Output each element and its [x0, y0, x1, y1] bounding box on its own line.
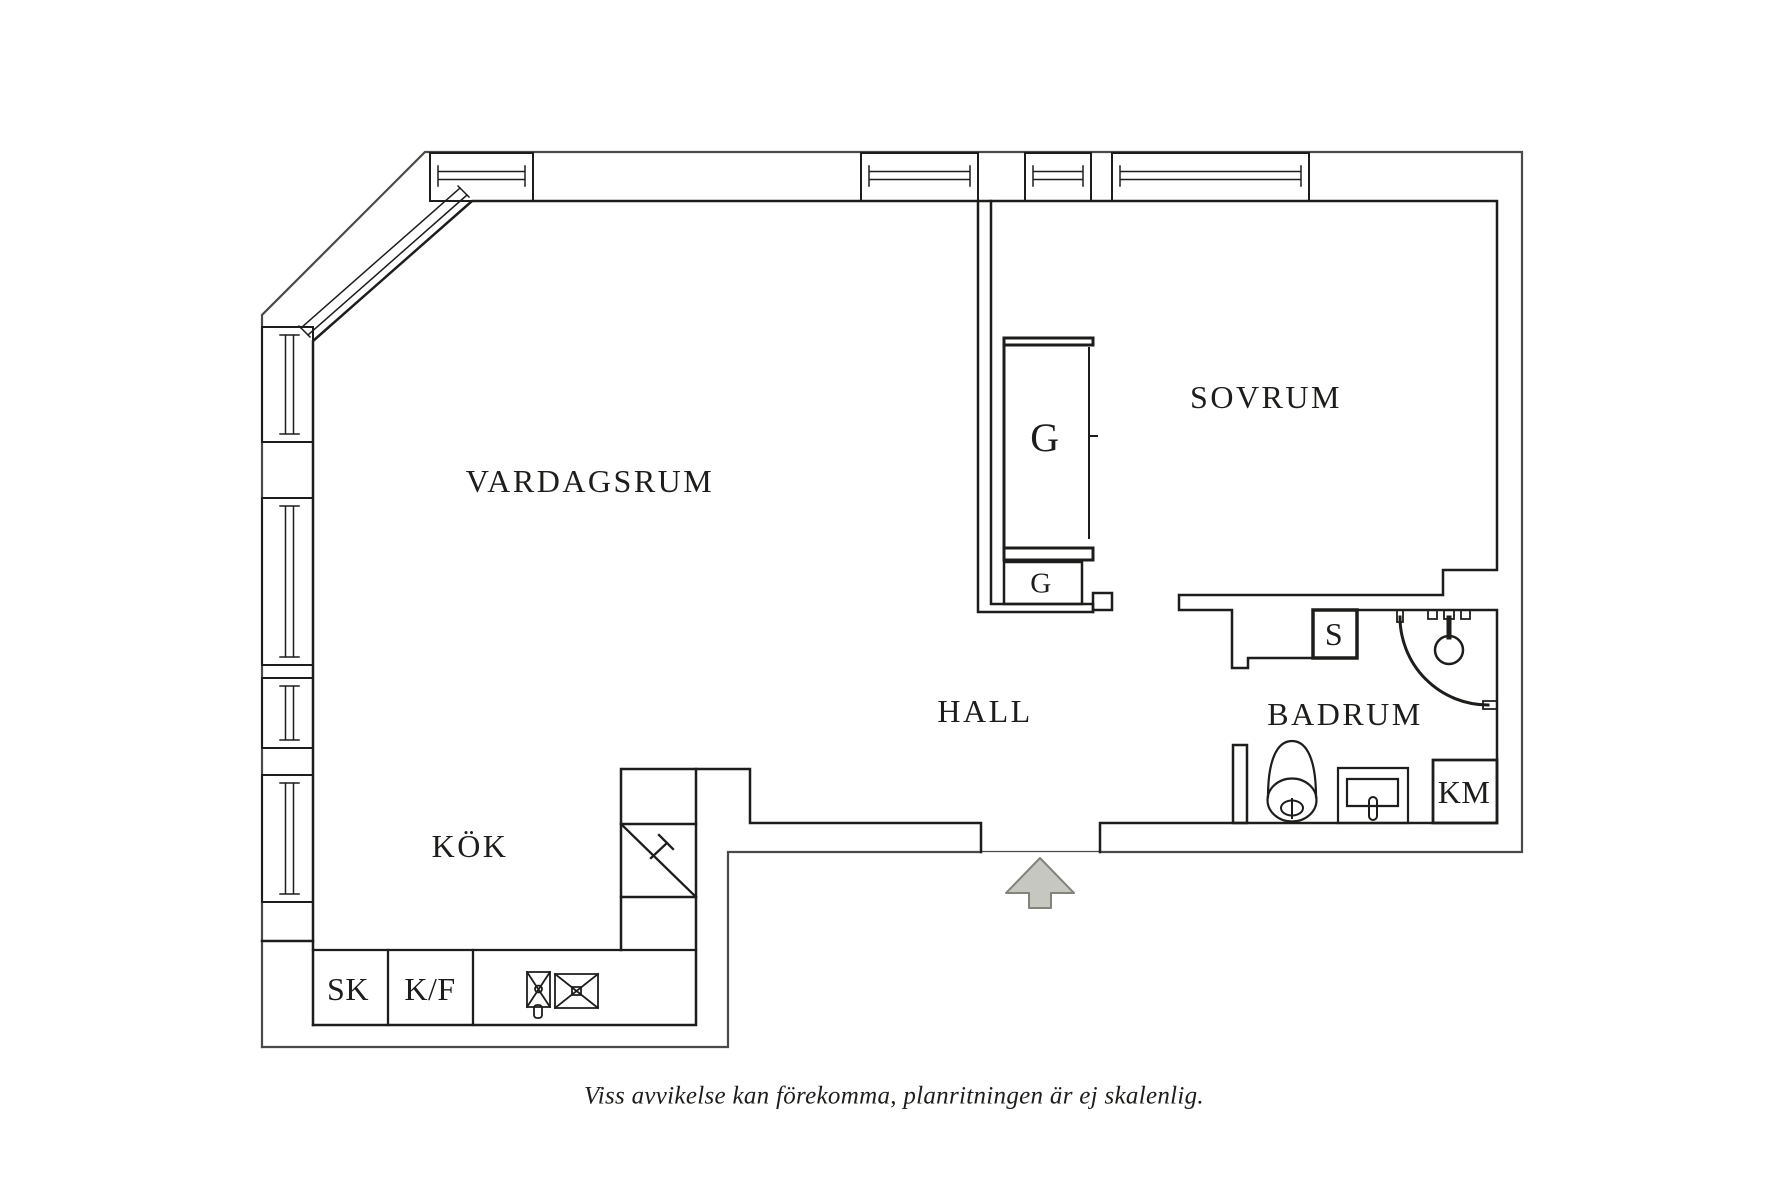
door-swing-icon: [621, 824, 696, 897]
label-wardrobe-tall: G: [1030, 415, 1060, 460]
washing-machine-box: [1433, 760, 1497, 823]
window-icons-left: [262, 327, 313, 902]
room-label-bedroom: SOVRUM: [1190, 379, 1342, 415]
label-washing-machine: KM: [1437, 774, 1491, 810]
window-icons-top: [430, 153, 1309, 201]
shaft-box: [1313, 610, 1357, 658]
outer-wall-lines: [262, 152, 1522, 1047]
partition-walls: [978, 201, 1247, 823]
label-shaft: S: [1324, 616, 1344, 652]
wardrobe-tall-icon: [1004, 338, 1097, 560]
room-label-kitchen: KÖK: [431, 828, 509, 864]
kitchen-sink-icon: [527, 972, 598, 1018]
wardrobe-small-icon: [1004, 562, 1082, 604]
toilet-icon: [1268, 741, 1317, 822]
room-label-hall: HALL: [937, 693, 1033, 729]
washbasin-icon: [1338, 768, 1408, 823]
entrance-arrow-icon: [1006, 858, 1074, 908]
label-cleaning-cabinet: SK: [327, 971, 369, 1007]
disclaimer-caption: Viss avvikelse kan förekomma, planritnin…: [584, 1082, 1204, 1110]
kitchen-cabinets: [313, 950, 696, 1025]
room-label-living-room: VARDAGSRUM: [465, 463, 715, 499]
label-fridge-freezer: K/F: [404, 971, 456, 1007]
shower-icon: [1397, 610, 1497, 709]
window-icon-diagonal: [299, 186, 469, 337]
label-wardrobe-small: G: [1030, 567, 1052, 600]
room-label-bathroom: BADRUM: [1267, 696, 1423, 732]
